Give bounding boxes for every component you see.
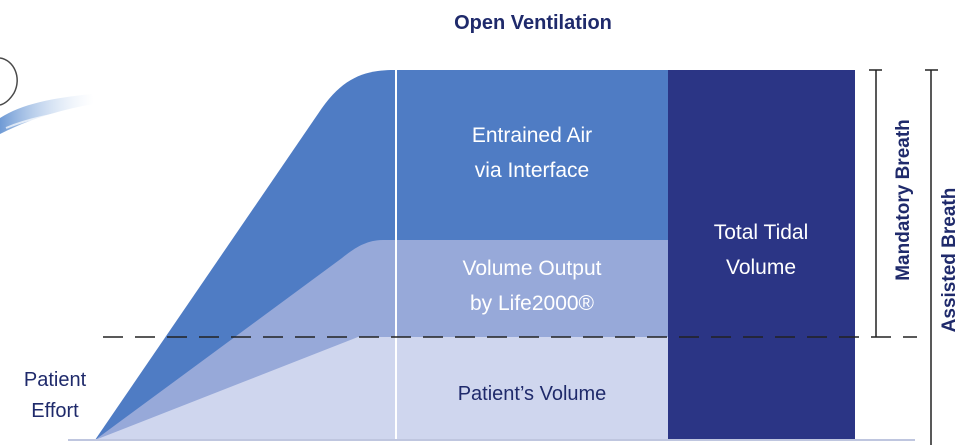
patient-effort-label-line2: Effort [31, 400, 79, 422]
patients-volume-label: Patient’s Volume [458, 383, 607, 405]
entrained-air-label-line1: Entrained Air [472, 124, 592, 147]
air-flow-icon [0, 57, 94, 134]
assisted-breath-label: Assisted Breath [939, 188, 960, 333]
mandatory-breath-label: Mandatory Breath [893, 119, 914, 281]
patient-effort-label-line1: Patient [24, 369, 87, 391]
volume-output-label-line2: by Life2000® [470, 292, 595, 315]
total-tidal-volume-label-line1: Total Tidal [714, 221, 809, 244]
mandatory-breath-bracket [869, 69, 882, 337]
patients-volume-area [95, 337, 668, 440]
diagram-title: Open Ventilation [454, 12, 612, 34]
total-tidal-volume-label-line2: Volume [726, 256, 796, 279]
assisted-breath-bracket [925, 69, 938, 445]
total-tidal-volume-block [668, 70, 855, 440]
entrained-air-label-line2: via Interface [475, 159, 589, 182]
volume-output-label-line1: Volume Output [463, 257, 602, 280]
